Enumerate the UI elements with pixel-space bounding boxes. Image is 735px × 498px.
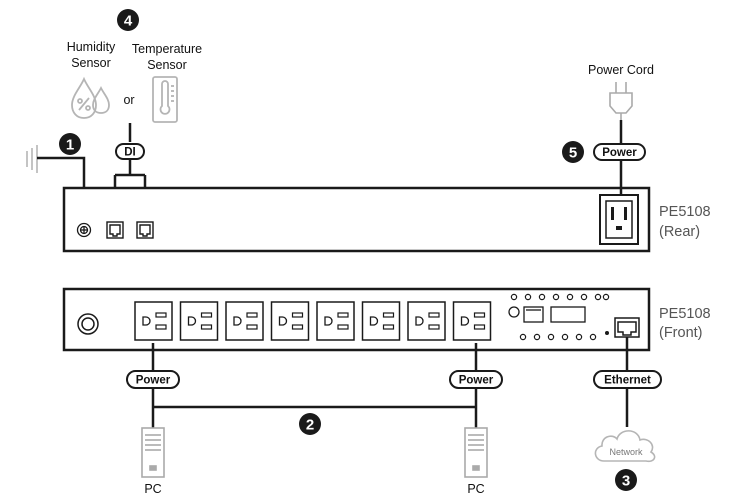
power-pill-right: Power (449, 370, 503, 389)
power-pill-left: Power (126, 370, 180, 389)
power-plug-icon (609, 82, 633, 120)
ethernet-pill: Ethernet (593, 370, 662, 389)
power-outlet-8[interactable] (452, 301, 492, 341)
humidity-sensor-label-line1: Humidity (67, 40, 116, 54)
svg-text:4: 4 (124, 13, 133, 30)
rear-side-label: (Rear) (659, 224, 700, 240)
step-2-badge: 2 (299, 413, 321, 435)
step-3-badge: 3 (615, 469, 637, 491)
rear-model-label: PE5108 (659, 204, 711, 220)
pc-tower-icon-left (141, 427, 165, 478)
led-row-top (510, 293, 610, 301)
display-window-large (550, 306, 586, 323)
ground-icon (26, 145, 38, 173)
display-window-small (523, 306, 544, 323)
power-outlet-2[interactable] (179, 301, 219, 341)
svg-text:Power: Power (136, 375, 171, 387)
power-pill-rear: Power (593, 143, 646, 161)
thermometer-icon (152, 76, 178, 123)
step-5-badge: 5 (562, 141, 584, 163)
front-model-label: PE5108 (659, 306, 711, 322)
power-outlet-5[interactable] (316, 301, 355, 341)
di-port-1[interactable] (106, 221, 124, 239)
power-outlet-1[interactable] (134, 301, 173, 341)
pc-tower-icon-right (464, 427, 488, 478)
network-cloud-icon: Network (594, 430, 656, 463)
power-outlet-3[interactable] (225, 301, 264, 341)
humidity-sensor-label-line2: Sensor (71, 56, 111, 70)
svg-text:5: 5 (569, 145, 577, 162)
pc-label-right: PC (467, 482, 484, 496)
di-pill: DI (115, 143, 145, 160)
di-port-2[interactable] (136, 221, 154, 239)
svg-text:Ethernet: Ethernet (604, 375, 651, 387)
power-inlet-rear[interactable] (599, 194, 639, 245)
or-label: or (123, 93, 134, 107)
network-label: Network (609, 447, 643, 457)
humidity-sensor-icon (71, 76, 110, 119)
svg-text:3: 3 (622, 473, 630, 490)
led-row-bottom (519, 333, 597, 341)
step-4-badge: 4 (117, 9, 139, 31)
power-outlet-6[interactable] (361, 301, 401, 341)
svg-text:DI: DI (124, 147, 136, 159)
power-cord-label: Power Cord (588, 63, 654, 77)
front-side-label: (Front) (659, 325, 703, 341)
di-cable (113, 123, 147, 207)
ground-screw-icon (76, 222, 92, 238)
pc-label-left: PC (144, 482, 161, 496)
svg-text:1: 1 (66, 137, 74, 154)
temperature-sensor-label-line2: Sensor (147, 58, 187, 72)
reset-button[interactable] (508, 306, 520, 318)
svg-text:Power: Power (459, 375, 494, 387)
step-1-badge: 1 (59, 133, 81, 155)
power-switch-icon[interactable] (77, 313, 99, 335)
svg-text:Power: Power (602, 147, 637, 159)
port-status-led (605, 331, 609, 335)
power-outlet-4[interactable] (270, 301, 310, 341)
outlet-group (134, 301, 492, 341)
svg-text:2: 2 (306, 417, 314, 434)
temperature-sensor-label-line1: Temperature (132, 42, 202, 56)
rear-panel (62, 186, 651, 253)
power-outlet-7[interactable] (407, 301, 446, 341)
pc-power-wiring (151, 343, 478, 428)
